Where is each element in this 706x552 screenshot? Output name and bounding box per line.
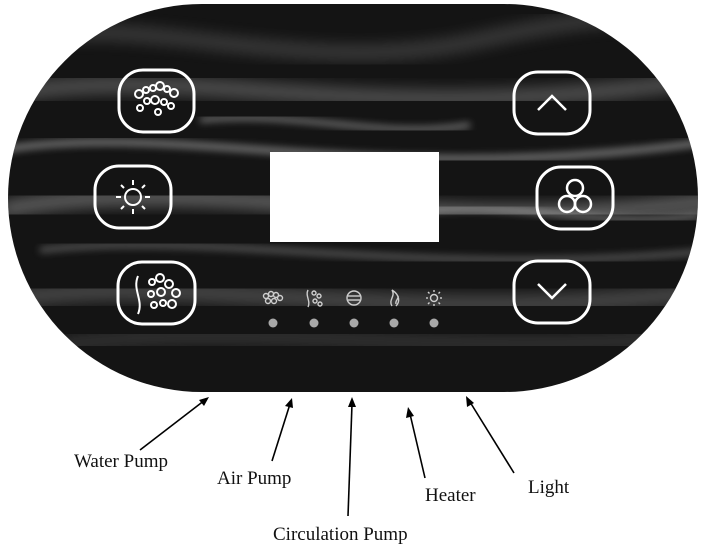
water-pump-label: Water Pump xyxy=(74,451,168,472)
indicator-leds xyxy=(268,318,439,328)
annotation-arrows xyxy=(139,396,515,517)
light-arrow xyxy=(466,396,515,474)
air-pump-led xyxy=(309,318,319,328)
water-jets-icon xyxy=(134,81,179,116)
status-indicators xyxy=(262,289,442,308)
circulation-pump-arrow xyxy=(347,397,356,517)
air-pump-icon xyxy=(306,289,323,308)
mode-button[interactable] xyxy=(535,165,615,231)
water-pump-arrow xyxy=(139,397,209,451)
air-button[interactable] xyxy=(116,260,197,326)
heater-arrow xyxy=(406,407,426,479)
light-sun-icon xyxy=(116,180,150,214)
circulation-pump-icon xyxy=(346,290,362,306)
air-bubbles-icon xyxy=(135,273,181,315)
water-pump-icon xyxy=(262,290,284,305)
light-led xyxy=(429,318,439,328)
arrow-up-icon xyxy=(537,94,567,111)
light-icon xyxy=(426,290,442,306)
mode-circles-icon xyxy=(557,178,593,214)
circulation-pump-led xyxy=(349,318,359,328)
water-pump-led xyxy=(268,318,278,328)
heater-led xyxy=(389,318,399,328)
circulation-pump-label: Circulation Pump xyxy=(273,524,408,545)
heater-flame-icon xyxy=(390,289,400,307)
heater-label: Heater xyxy=(425,485,476,506)
jets-button[interactable] xyxy=(117,68,196,134)
air-pump-label: Air Pump xyxy=(217,468,292,489)
light-button[interactable] xyxy=(93,164,173,230)
lcd-display xyxy=(270,152,439,242)
light-label: Light xyxy=(528,477,570,498)
up-button[interactable] xyxy=(512,70,592,136)
down-button[interactable] xyxy=(512,259,592,325)
arrow-down-icon xyxy=(537,283,567,300)
air-pump-arrow xyxy=(271,398,293,462)
